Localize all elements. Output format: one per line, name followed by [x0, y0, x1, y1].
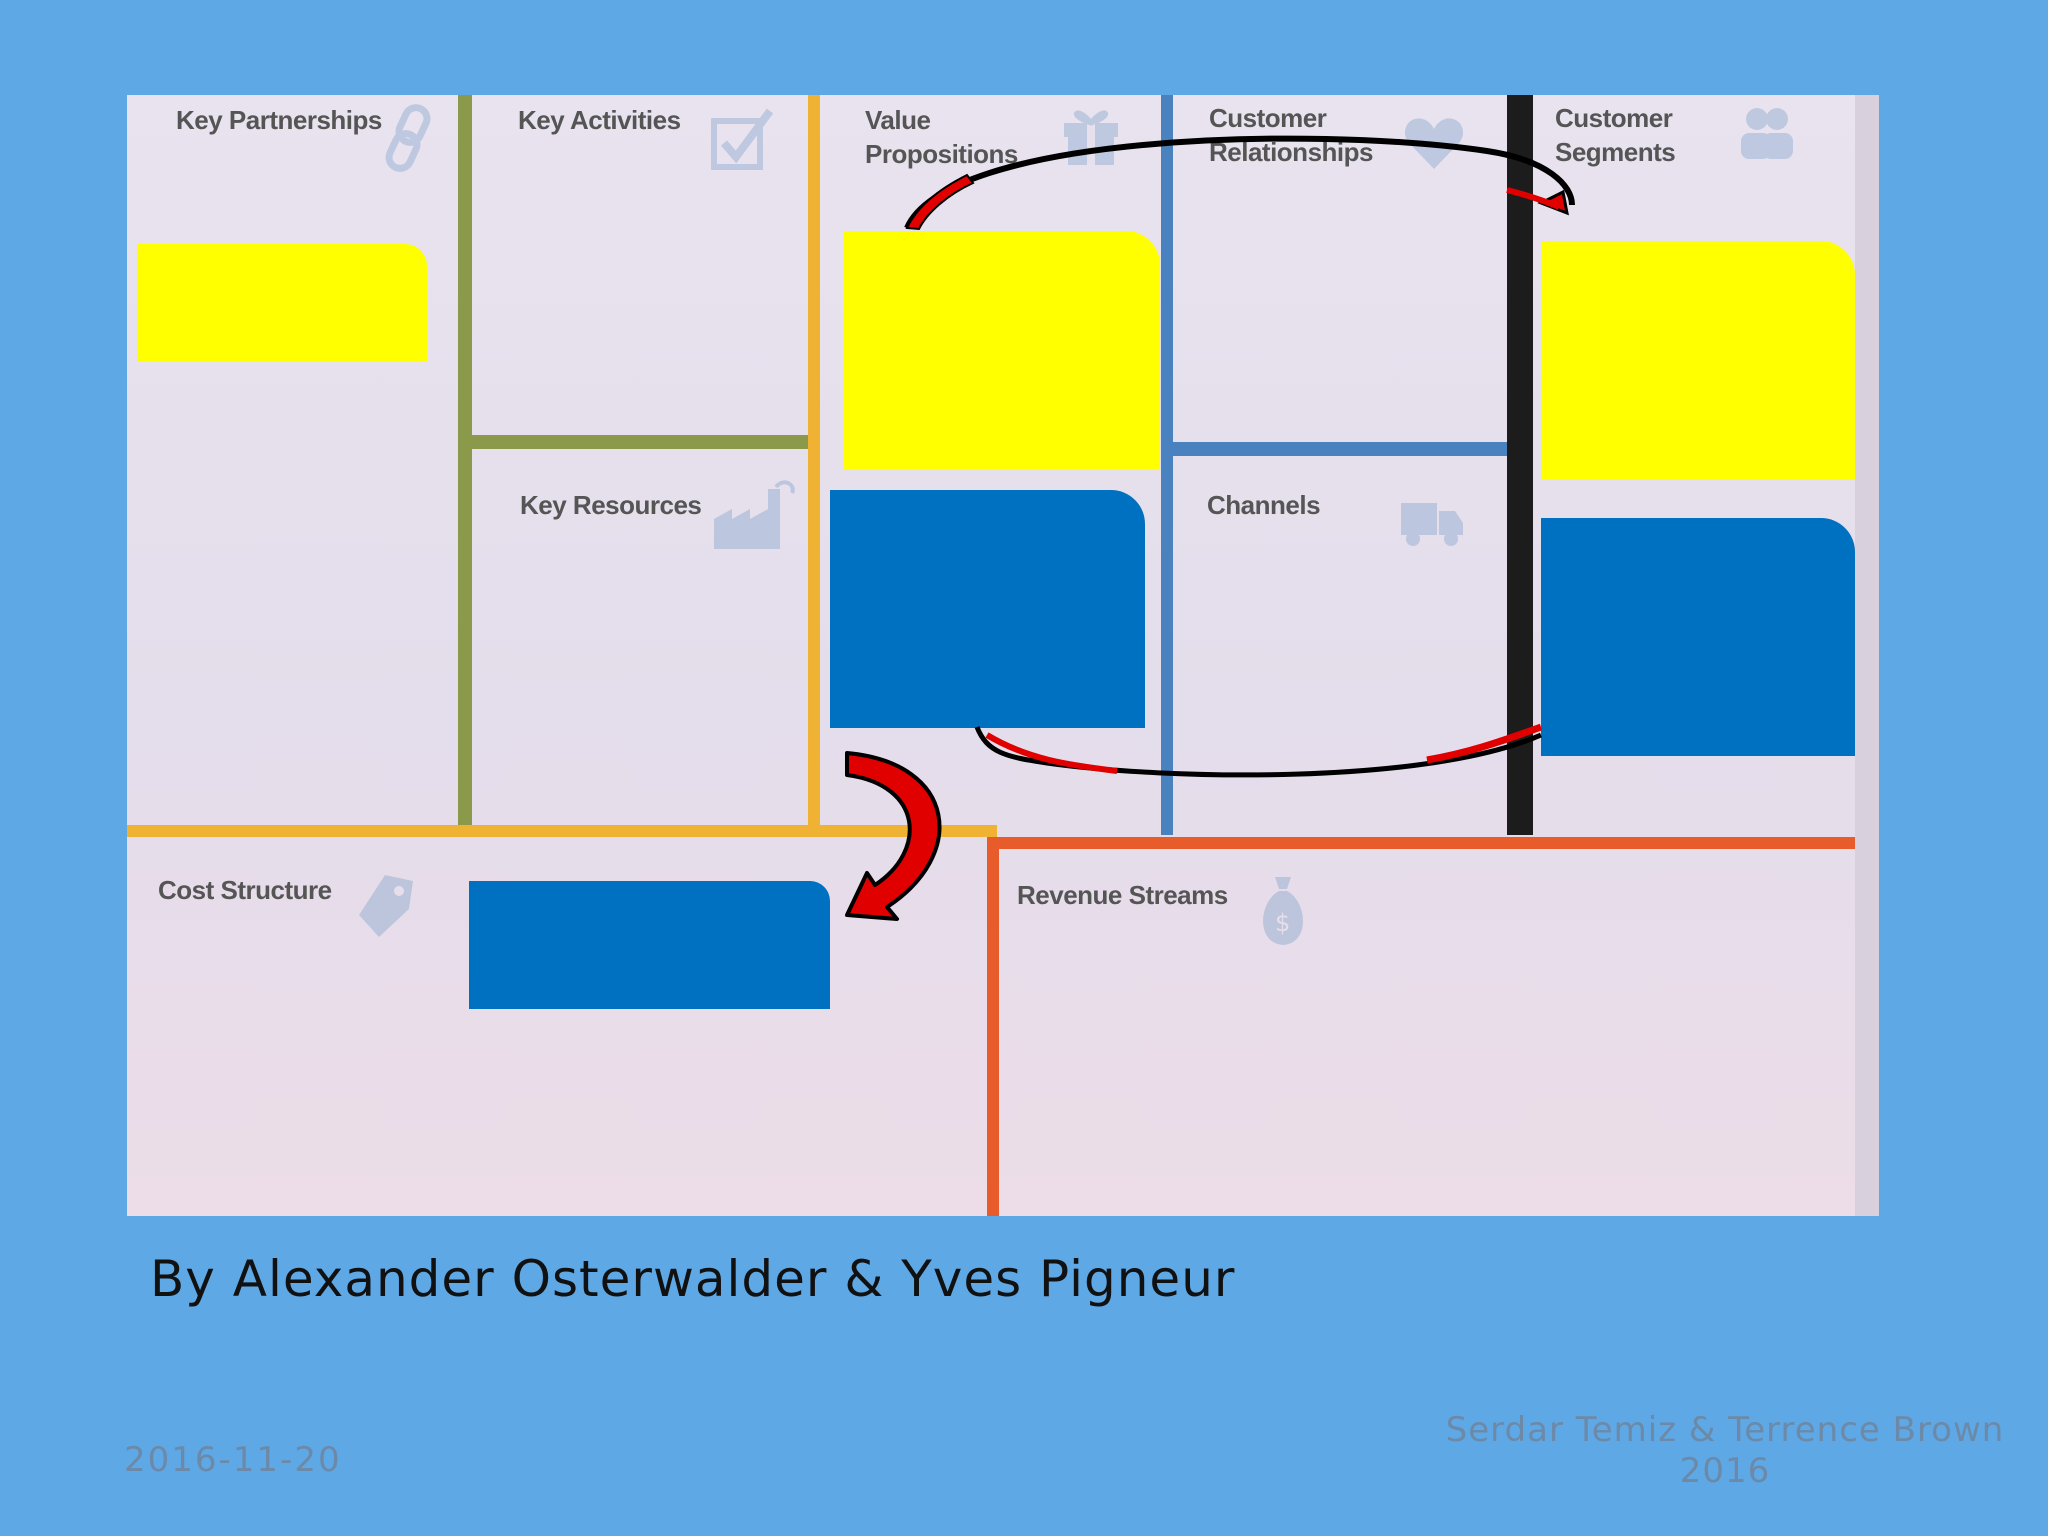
attribution-text: By Alexander Osterwalder & Yves Pigneur [150, 1250, 1236, 1308]
divider-orange-vertical [987, 837, 999, 1216]
money-bag-icon: $ [1263, 877, 1303, 945]
divider-orange-horizontal [987, 837, 1879, 849]
divider-black-vertical [1507, 95, 1533, 835]
truck-icon [1401, 503, 1463, 546]
arrow-tail-red-top [905, 173, 975, 231]
svg-text:$: $ [1275, 909, 1290, 937]
divider-yellow-vertical [808, 95, 820, 830]
checkbox-icon [711, 108, 774, 170]
panel-customer-relationships: Customer Relationships [1209, 103, 1373, 167]
sticky-note-blue-value [830, 490, 1145, 728]
divider-green-horizontal [467, 435, 812, 449]
panel-customer-segments: Customer Segments [1555, 103, 1676, 167]
divider-blue-horizontal [1172, 442, 1520, 456]
panel-key-activities: Key Activities [518, 105, 681, 135]
divider-blue-vertical [1161, 95, 1173, 835]
sticky-note-blue-segments [1541, 518, 1855, 756]
footer-date: 2016-11-20 [124, 1440, 342, 1480]
sticky-note-yellow-segments [1541, 241, 1855, 479]
panel-key-resources: Key Resources [520, 490, 702, 520]
panel-cost-structure: Cost Structure [158, 875, 332, 905]
sticky-note-blue-cost [469, 881, 830, 1009]
curved-arrow-bottom [974, 726, 1543, 778]
divider-green-vertical [458, 95, 472, 830]
panel-key-partnerships: Key Partnerships [176, 105, 382, 135]
divider-yellow-horizontal [127, 825, 997, 837]
panel-revenue-streams: Revenue Streams [1017, 880, 1228, 910]
footer-credit-authors: Serdar Temiz & Terrence Brown [1445, 1410, 2005, 1450]
panel-channels: Channels [1207, 490, 1321, 520]
divider-right-edge [1855, 95, 1879, 1216]
sticky-note-yellow-value [844, 231, 1160, 469]
business-model-canvas: Key Partnerships Key Activities Value Pr… [127, 95, 1879, 1216]
price-tag-icon [359, 875, 413, 937]
people-icon [1741, 108, 1793, 159]
link-icon [385, 104, 431, 172]
footer-credit-year: 2016 [1679, 1451, 1771, 1491]
arrows-layer [845, 135, 1575, 921]
curved-arrow-top [904, 135, 1575, 230]
curved-arrow-cost [845, 751, 942, 921]
footer-credit: Serdar Temiz & Terrence Brown 2016 [1440, 1410, 2010, 1492]
panel-value-propositions: Value Propositions [865, 105, 1018, 169]
factory-icon [714, 480, 795, 549]
sticky-note-yellow-partnerships [137, 244, 427, 361]
